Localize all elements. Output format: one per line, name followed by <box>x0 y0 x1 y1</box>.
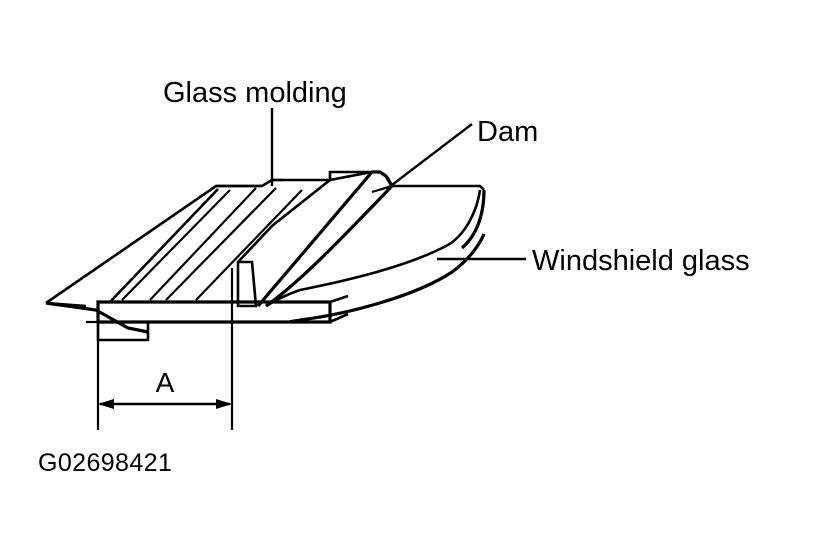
molding-groove-2-right <box>195 189 303 301</box>
molding-body <box>45 170 394 308</box>
glass-molding-joint <box>265 288 301 308</box>
label-dam: Dam <box>477 116 538 148</box>
dimension-arrow-left <box>98 399 114 409</box>
molding-groove-2-left <box>165 187 277 301</box>
base-slab <box>45 294 349 342</box>
glass-top-back-edge <box>392 184 485 191</box>
label-windshield-glass: Windshield glass <box>532 245 750 277</box>
leader-lines <box>270 108 526 261</box>
molding-groove-1-left <box>121 189 231 301</box>
molding-groove-1-right <box>149 187 257 301</box>
base-slab-top-face <box>96 300 332 324</box>
callout-labels: Glass molding Dam Windshield glass <box>163 77 750 277</box>
molding-ridge-crest-2 <box>237 170 373 263</box>
label-glass-molding: Glass molding <box>163 77 347 109</box>
dimension-a: A <box>96 268 234 430</box>
glass-front-surface-upper <box>299 189 482 292</box>
dam-ridge-front-flank <box>265 184 394 308</box>
glass-front-surface-lower <box>299 233 486 322</box>
glass-right-edge <box>460 189 486 250</box>
base-slab-right-side <box>329 294 349 324</box>
base-left-tip <box>45 301 149 334</box>
dimension-arrow-right <box>216 399 232 409</box>
dam-ridge-end-cap <box>379 170 394 187</box>
base-tip-underside <box>45 301 87 308</box>
leader-dam <box>387 123 473 189</box>
molding-step-notch-2 <box>272 170 380 182</box>
molding-ridge-crest-1 <box>109 188 219 303</box>
molding-rib-front-face <box>236 260 258 308</box>
dimension-label-a: A <box>156 367 175 398</box>
figure-code: G02698421 <box>38 449 172 477</box>
